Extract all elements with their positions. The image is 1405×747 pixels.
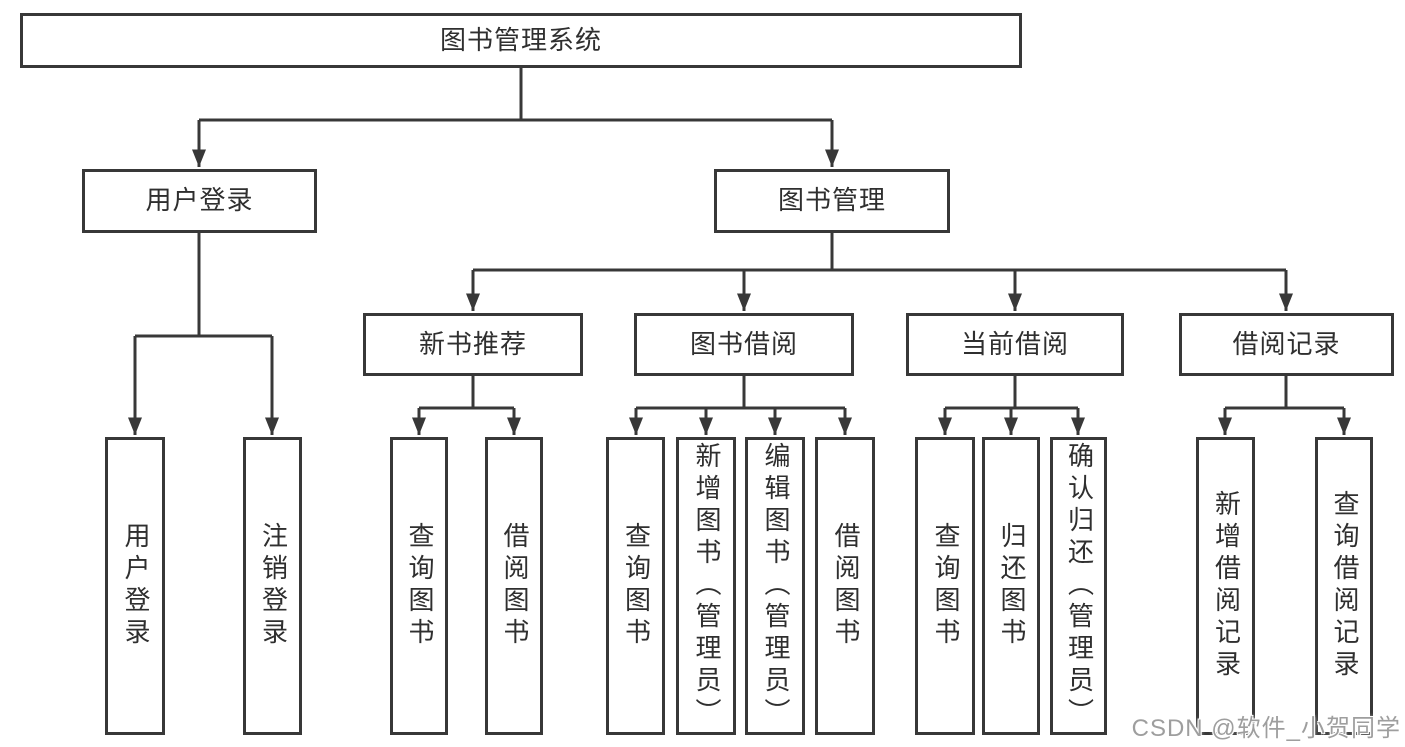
leaf-current-confirm-return-admin-label: 确认归还（管理员） <box>1064 442 1095 730</box>
node-book-management: 图书管理 <box>714 169 950 233</box>
node-new-book-recommend-label: 新书推荐 <box>418 328 527 359</box>
leaf-recommend-query-books-label: 查询图书 <box>404 522 435 650</box>
leaf-logout: 注销登录 <box>243 437 302 735</box>
leaf-current-return-books: 归还图书 <box>982 437 1040 735</box>
leaf-borrowing-add-books-admin: 新增图书（管理员） <box>676 437 736 735</box>
node-book-management-label: 图书管理 <box>777 185 886 216</box>
leaf-borrowing-query-books-label: 查询图书 <box>621 522 652 650</box>
leaf-borrowing-edit-books-admin-label: 编辑图书（管理员） <box>760 442 791 730</box>
leaf-recommend-query-books: 查询图书 <box>390 437 448 735</box>
node-root-system: 图书管理系统 <box>20 13 1022 68</box>
leaf-borrowing-edit-books-admin: 编辑图书（管理员） <box>745 437 805 735</box>
node-root-system-label: 图书管理系统 <box>439 24 602 55</box>
leaf-records-query-record: 查询借阅记录 <box>1315 437 1373 735</box>
leaf-recommend-borrow-books-label: 借阅图书 <box>499 522 530 650</box>
connector-arrows <box>128 120 1351 435</box>
csdn-watermark: CSDN @软件_小贺同学 <box>1131 715 1401 742</box>
leaf-current-return-books-label: 归还图书 <box>996 522 1027 650</box>
node-user-login-label: 用户登录 <box>145 185 254 216</box>
node-new-book-recommend: 新书推荐 <box>363 313 583 376</box>
leaf-borrowing-borrow-books-label: 借阅图书 <box>830 522 861 650</box>
node-borrow-records-label: 借阅记录 <box>1232 328 1341 359</box>
leaf-borrowing-query-books: 查询图书 <box>606 437 665 735</box>
leaf-borrowing-borrow-books: 借阅图书 <box>815 437 875 735</box>
leaf-borrowing-add-books-admin-label: 新增图书（管理员） <box>691 442 722 730</box>
node-book-borrowing-label: 图书借阅 <box>689 328 798 359</box>
node-current-borrowing: 当前借阅 <box>906 313 1124 376</box>
node-book-borrowing: 图书借阅 <box>634 313 854 376</box>
leaf-logout-label: 注销登录 <box>258 522 289 650</box>
leaf-recommend-borrow-books: 借阅图书 <box>485 437 543 735</box>
leaf-records-add-record: 新增借阅记录 <box>1196 437 1255 735</box>
leaf-current-query-books: 查询图书 <box>915 437 975 735</box>
leaf-user-login-label: 用户登录 <box>120 522 151 650</box>
leaf-current-confirm-return-admin: 确认归还（管理员） <box>1050 437 1107 735</box>
node-current-borrowing-label: 当前借阅 <box>960 328 1069 359</box>
node-borrow-records: 借阅记录 <box>1179 313 1394 376</box>
leaf-records-query-record-label: 查询借阅记录 <box>1329 490 1360 682</box>
connector-rails <box>135 68 1344 410</box>
leaf-user-login: 用户登录 <box>105 437 165 735</box>
node-user-login: 用户登录 <box>82 169 317 233</box>
leaf-records-add-record-label: 新增借阅记录 <box>1211 490 1242 682</box>
leaf-current-query-books-label: 查询图书 <box>930 522 961 650</box>
